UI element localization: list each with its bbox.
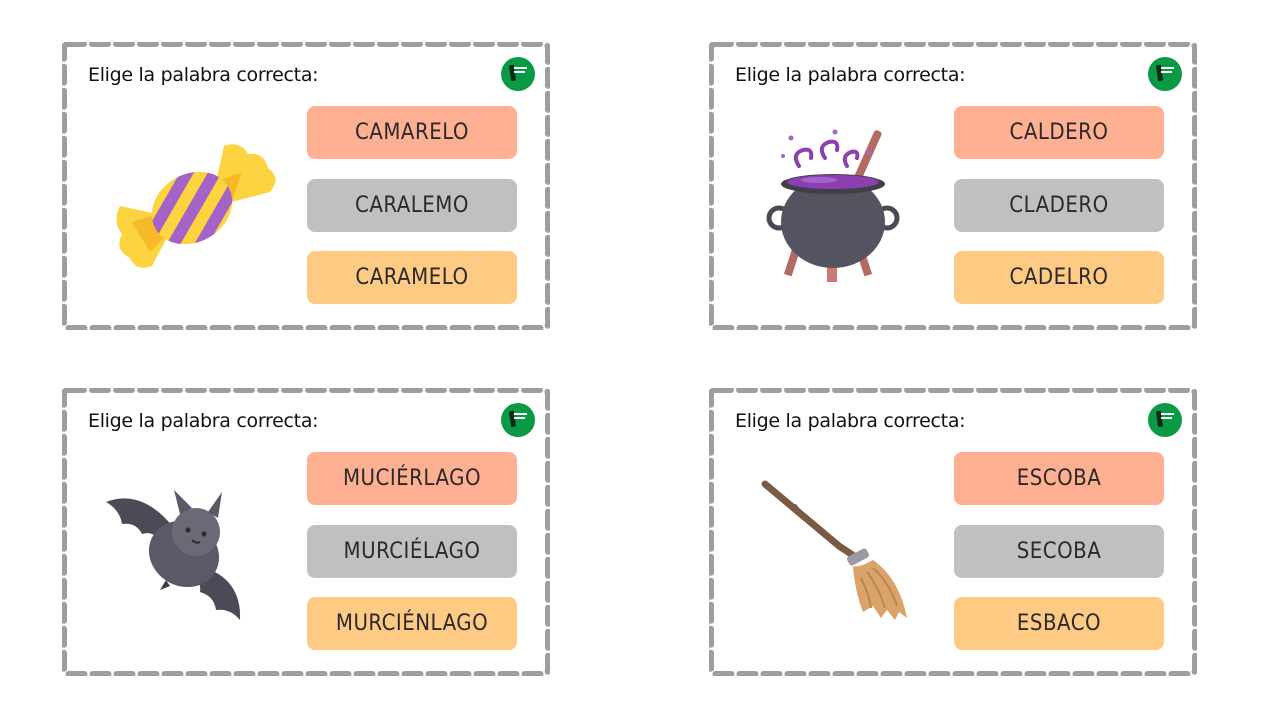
logo-icon <box>501 403 535 437</box>
option-button-1[interactable]: CAMARELO <box>307 106 517 159</box>
option-button-2[interactable]: CLADERO <box>954 179 1164 232</box>
bat-icon <box>106 490 241 620</box>
quiz-card-cauldron: Elige la palabra correcta: CALDERO CLADE… <box>709 42 1197 330</box>
logo-icon <box>1148 403 1182 437</box>
broom-icon <box>761 480 907 620</box>
logo-icon <box>1148 57 1182 91</box>
option-button-3[interactable]: CADELRO <box>954 251 1164 304</box>
option-button-1[interactable]: CALDERO <box>954 106 1164 159</box>
quiz-card-broom: Elige la palabra correcta: ESCOBA SECOBA… <box>709 388 1197 676</box>
quiz-card-candy: Elige la palabra correcta: CAMARELO CARA… <box>62 42 550 330</box>
quiz-card-bat: Elige la palabra correcta: MUCIÉRLAGO MU… <box>62 388 550 676</box>
card-title: Elige la palabra correcta: <box>735 410 966 432</box>
candy-icon <box>116 144 276 268</box>
card-title: Elige la palabra correcta: <box>88 64 319 86</box>
card-title: Elige la palabra correcta: <box>735 64 966 86</box>
dashed-border <box>62 388 550 676</box>
card-title: Elige la palabra correcta: <box>88 410 319 432</box>
option-button-1[interactable]: ESCOBA <box>954 452 1164 505</box>
dashed-border <box>62 42 550 330</box>
option-button-3[interactable]: CARAMELO <box>307 251 517 304</box>
option-button-2[interactable]: CARALEMO <box>307 179 517 232</box>
dashed-border <box>709 42 1197 330</box>
option-button-2[interactable]: SECOBA <box>954 525 1164 578</box>
option-button-2[interactable]: MURCIÉLAGO <box>307 525 517 578</box>
option-button-1[interactable]: MUCIÉRLAGO <box>307 452 517 505</box>
dashed-border <box>709 388 1197 676</box>
option-button-3[interactable]: ESBACO <box>954 597 1164 650</box>
logo-icon <box>501 57 535 91</box>
option-button-3[interactable]: MURCIÉNLAGO <box>307 597 517 650</box>
cauldron-icon <box>766 129 900 282</box>
